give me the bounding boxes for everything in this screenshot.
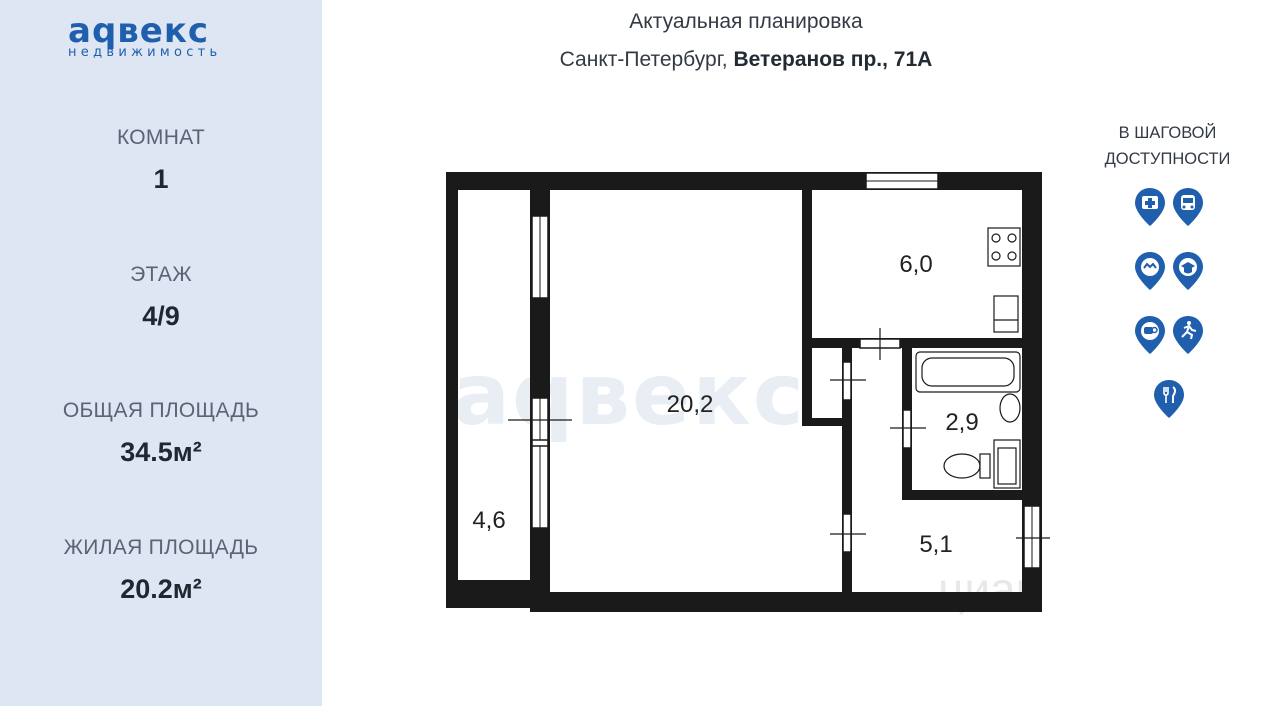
- wall-niche-bottom: [802, 418, 852, 426]
- wall-bottom-balcony: [446, 580, 536, 608]
- stat-rooms: КОМНАТ 1: [0, 126, 322, 195]
- address-city: Санкт-Петербург,: [559, 48, 728, 71]
- stat-total-area-value: 34.5м²: [120, 437, 202, 467]
- stat-floor-label: ЭТАЖ: [130, 263, 192, 286]
- hospital-icon[interactable]: [1135, 188, 1165, 226]
- room-area-balcony: 4,6: [472, 507, 505, 534]
- brand-logo[interactable]: аqвекс недвижимость: [68, 14, 264, 60]
- nearby-title-line2: ДОСТУПНОСТИ: [1104, 150, 1231, 168]
- stat-floor: ЭТАЖ 4/9: [0, 263, 322, 332]
- sport-icon[interactable]: [1173, 316, 1203, 354]
- stat-living-area-value: 20.2м²: [120, 574, 202, 604]
- cafe-icon[interactable]: [1135, 316, 1165, 354]
- wall-bottom: [530, 592, 1042, 612]
- room-area-kitchen: 6,0: [899, 251, 932, 278]
- nearby-panel: В ШАГОВОЙ ДОСТУПНОСТИ: [1090, 120, 1245, 172]
- logo-main-text: аqвекс: [68, 11, 210, 51]
- stat-living-area: ЖИЛАЯ ПЛОЩАДЬ 20.2м²: [0, 536, 322, 605]
- wall-bath-bottom: [902, 490, 1022, 500]
- wall-hall-left: [842, 340, 852, 596]
- wall-kitchen-left: [802, 190, 812, 340]
- room-area-hall: 5,1: [919, 531, 952, 558]
- stat-total-area: ОБЩАЯ ПЛОЩАДЬ 34.5м²: [0, 399, 322, 468]
- door-balcony: [531, 439, 549, 447]
- page-title: Актуальная планировка: [629, 10, 863, 33]
- watermark-logo: аqвекс: [452, 345, 806, 445]
- wall-right: [1022, 172, 1042, 612]
- stat-living-area-label: ЖИЛАЯ ПЛОЩАДЬ: [63, 536, 259, 559]
- wall-left: [446, 172, 458, 608]
- door-niche: [842, 361, 852, 401]
- stat-floor-value: 4/9: [142, 301, 180, 331]
- school-icon[interactable]: [1173, 252, 1203, 290]
- info-sidebar: аqвекс недвижимость КОМНАТ 1 ЭТАЖ 4/9 ОБ…: [0, 0, 322, 706]
- bus-icon[interactable]: [1173, 188, 1203, 226]
- wall-niche-left: [802, 340, 812, 424]
- washer-icon: [993, 439, 1021, 489]
- mall-icon[interactable]: [1135, 252, 1165, 290]
- stat-total-area-label: ОБЩАЯ ПЛОЩАДЬ: [62, 399, 260, 422]
- page-address: Санкт-Петербург, Ветеранов пр., 71А: [322, 48, 1170, 72]
- stat-rooms-value: 1: [153, 164, 169, 194]
- sink-icon: [999, 393, 1021, 423]
- door-bath: [902, 409, 912, 449]
- address-street: Ветеранов пр., 71А: [733, 48, 933, 71]
- room-area-main: 20,2: [667, 391, 714, 418]
- stat-rooms-label: КОМНАТ: [117, 126, 205, 149]
- stove-icon: [987, 227, 1021, 267]
- fridge-icon: [993, 295, 1019, 333]
- room-area-bath: 2,9: [945, 409, 978, 436]
- logo-sub-text: недвижимость: [68, 45, 222, 60]
- nearby-title-line1: В ШАГОВОЙ: [1118, 124, 1217, 142]
- door-hall: [842, 513, 852, 553]
- restaurant-icon[interactable]: [1154, 380, 1184, 418]
- bathtub-icon: [915, 351, 1021, 393]
